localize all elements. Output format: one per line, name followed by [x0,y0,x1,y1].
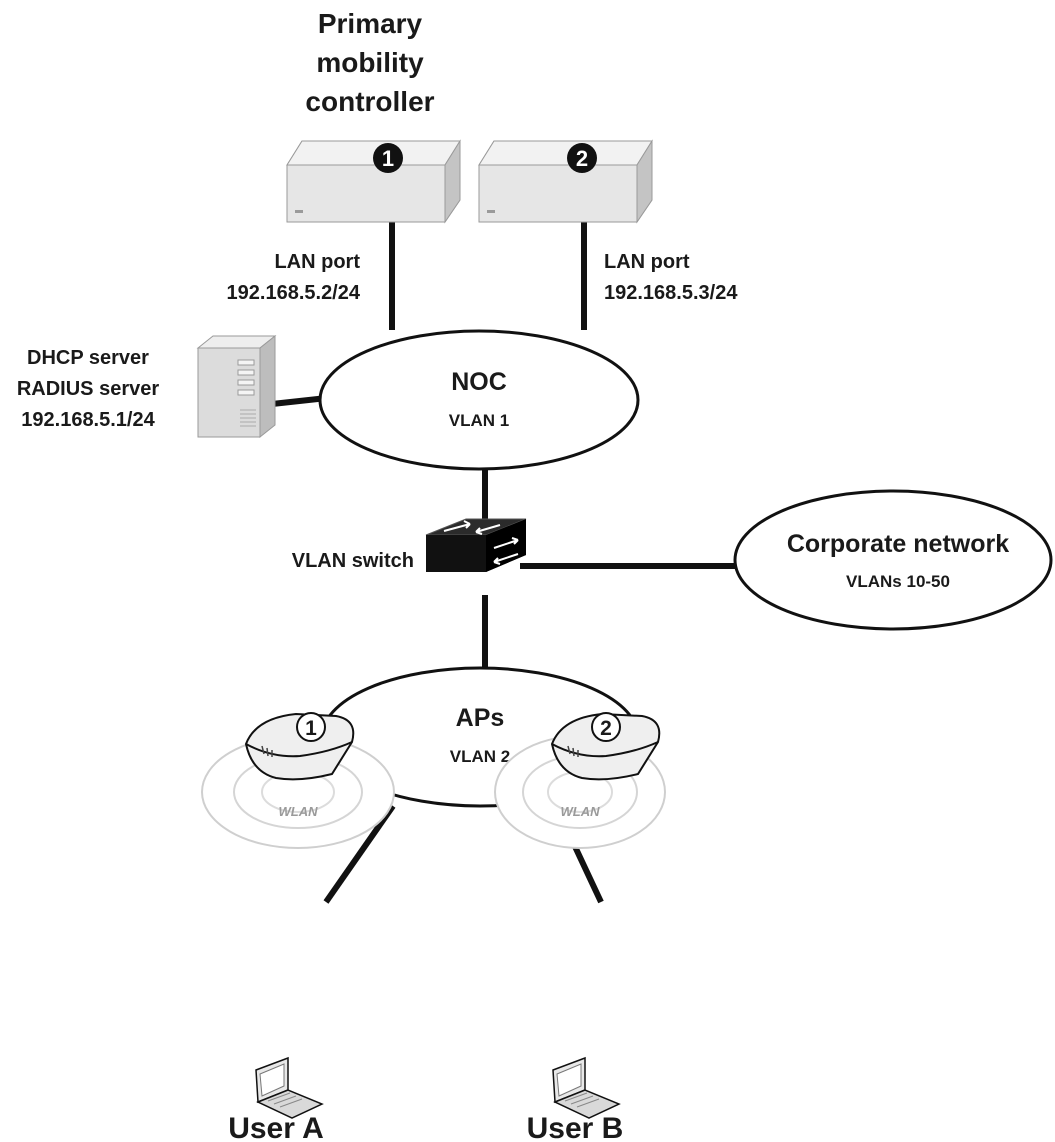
server-tower-icon [196,334,277,439]
access-point-1-icon [244,712,355,781]
controller1-port-label: LAN port [274,251,360,273]
laptop-icon [255,1056,324,1119]
primary-title-line1: Primary [318,8,423,39]
corporate-vlan: VLANs 10-50 [846,572,950,591]
laptop-icon-b [552,1056,621,1119]
link-aps-ap1 [323,804,396,904]
switch-icon [425,518,527,572]
controller1-badge-number: 1 [382,146,394,171]
ap2-badge: 2 [591,712,621,742]
primary-title-line2: mobility [316,47,424,78]
corporate-network-ellipse [733,489,1053,631]
controller2-port-ip: 192.168.5.3/24 [604,282,738,304]
link-server-noc [271,395,328,407]
aps-name: APs [456,704,505,732]
ap2-badge-number: 2 [600,717,612,740]
user-a-label: User A [228,1112,324,1142]
aps-vlan: VLAN 2 [450,747,510,766]
ap1-badge-number: 1 [305,717,317,740]
corporate-name: Corporate network [787,530,1009,558]
server-label-line3: 192.168.5.1/24 [21,409,155,431]
controller2-badge-number: 2 [576,146,588,171]
server-label-line1: DHCP server [27,347,149,369]
user-b-label: User B [527,1112,624,1142]
server-label-line2: RADIUS server [17,378,160,400]
noc-vlan: VLAN 1 [449,411,509,430]
controller1-port-ip: 192.168.5.2/24 [227,282,361,304]
wlan1-label: WLAN [279,804,319,819]
access-point-2-icon [550,712,661,781]
secondary-controller-icon [478,139,653,224]
controller2-badge: 2 [567,143,597,173]
controller2-port-label: LAN port [604,251,690,273]
primary-controller-icon [286,139,461,224]
wlan2-label: WLAN [561,804,601,819]
switch-label: VLAN switch [292,550,414,572]
controller1-badge: 1 [373,143,403,173]
noc-network-ellipse [318,329,640,471]
noc-name: NOC [451,368,507,396]
ap1-badge: 1 [296,712,326,742]
primary-title-line3: controller [305,86,434,117]
